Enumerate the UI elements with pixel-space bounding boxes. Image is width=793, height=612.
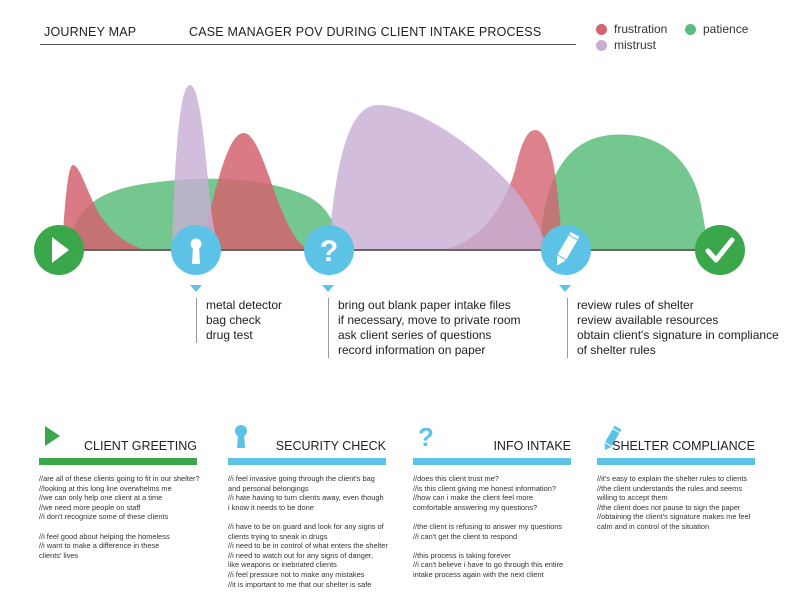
card-quotes: //i feel invasive going through the clie…	[228, 474, 403, 589]
step-item: obtain client's signature in compliance	[577, 328, 779, 342]
step-item: review available resources	[577, 313, 719, 327]
legend-swatch-mistrust	[596, 40, 607, 51]
quote-line: //i don't recognize some of these client…	[39, 512, 169, 522]
frustration-curve-greeting	[62, 165, 145, 250]
pencil-icon	[604, 425, 622, 451]
quote-line: //i can't get the client to respond	[413, 531, 518, 541]
step-item: ask client series of questions	[338, 328, 492, 342]
quote-line: and personal belongings	[228, 483, 309, 493]
quote-line: //looking at this long line overwhelms m…	[39, 483, 172, 493]
quote-line: //the client does not pause to sign the …	[597, 502, 741, 512]
check-icon	[705, 237, 735, 263]
card-quotes: //it's easy to explain the shelter rules…	[597, 474, 772, 532]
quote-line: intake process again with the next clien…	[413, 569, 544, 579]
card-title: CLIENT GREETING	[84, 439, 197, 453]
quote-line: //it's easy to explain the shelter rules…	[597, 474, 748, 483]
quote-line: like weapons or inebriated clients	[228, 560, 337, 570]
question-icon: ?	[320, 235, 338, 268]
quote-line: //this process is taking forever	[413, 550, 511, 560]
legend-swatch-patience	[685, 24, 696, 35]
quote-line: //the client understands the rules and s…	[597, 483, 743, 493]
play-icon	[45, 426, 60, 446]
card-bar	[413, 458, 571, 465]
step-item: review rules of shelter	[577, 298, 694, 312]
card-title: SHELTER COMPLIANCE	[612, 439, 755, 453]
quote-line: calm and in control of the situation	[597, 521, 710, 531]
card-title: SECURITY CHECK	[275, 439, 386, 453]
intake-pointer	[322, 285, 334, 292]
quote-line: //i hate having to turn clients away, ev…	[228, 493, 384, 503]
play-icon	[52, 237, 69, 263]
mistrust-curve-intake	[328, 105, 548, 250]
quote-line: clients' lives	[39, 550, 79, 560]
step-item: metal detector	[206, 298, 283, 312]
step-item: record information on paper	[338, 343, 486, 357]
card-quotes: //does this client trust me? //is this c…	[413, 474, 588, 580]
pencil-icon	[557, 231, 580, 266]
quote-line: //i feel good about helping the homeless	[39, 531, 170, 541]
quote-line: //does this client trust me?	[413, 474, 499, 483]
security-pointer	[190, 285, 202, 292]
step-item: drug test	[206, 328, 253, 342]
compliance-pointer	[559, 285, 571, 292]
quote-line: //i need to be in control of what enters…	[228, 541, 388, 551]
quote-line: //it is important to me that our shelter…	[228, 579, 372, 589]
quote-line: comfortable answering my questions?	[413, 502, 538, 512]
svg-text:?: ?	[418, 424, 434, 450]
card-bar	[39, 458, 197, 465]
quote-line: //i feel pressure not to make any mistak…	[228, 569, 365, 579]
quote-line: //i can't believe i have to go through t…	[413, 560, 564, 570]
card-bar	[597, 458, 755, 465]
quote-line: clients trying to sneak in drugs	[228, 531, 328, 541]
quote-line: //is this client giving me honest inform…	[413, 483, 556, 493]
quote-line: //are all of these clients going to fit …	[39, 474, 200, 483]
legend-label-patience: patience	[703, 22, 749, 36]
legend-swatch-frustration	[596, 24, 607, 35]
quote-line: //i have to be on guard and look for any…	[228, 521, 384, 531]
patience-curve-compliance	[540, 134, 708, 250]
step-item: of shelter rules	[577, 343, 656, 357]
card-quotes: //are all of these clients going to fit …	[39, 474, 214, 560]
quote-line: willing to accept them	[597, 493, 668, 503]
security-step-list: metal detector bag check drug test	[196, 298, 282, 343]
quote-line: i know it needs to be done	[228, 502, 314, 512]
start-node	[34, 225, 84, 275]
quote-line: //obtaining the client's signature makes…	[597, 512, 751, 522]
header-divider	[40, 44, 576, 45]
legend-label-frustration: frustration	[614, 22, 668, 36]
step-item: if necessary, move to private room	[338, 313, 521, 327]
legend-label-mistrust: mistrust	[614, 38, 656, 52]
compliance-step-list: review rules of shelter review available…	[567, 298, 779, 358]
quote-line: //i want to make a difference in these	[39, 541, 160, 551]
compliance-node	[541, 225, 591, 292]
question-icon: ?	[418, 424, 434, 450]
page-title: CASE MANAGER POV DURING CLIENT INTAKE PR…	[189, 25, 542, 39]
step-item: bring out blank paper intake files	[338, 298, 511, 312]
intake-step-list: bring out blank paper intake files if ne…	[328, 298, 521, 358]
step-item: bag check	[206, 313, 261, 327]
keyhole-icon	[235, 425, 247, 448]
quote-line: //i feel invasive going through the clie…	[228, 474, 375, 483]
intake-node: ?	[304, 225, 354, 292]
card-bar	[228, 458, 386, 465]
quote-line: //we need more people on staff	[39, 502, 141, 512]
security-node	[171, 225, 221, 292]
quote-line: //how can i make the client feel more	[413, 493, 533, 503]
end-node	[695, 225, 745, 275]
quote-line: //the client is refusing to answer my qu…	[413, 521, 563, 531]
mistrust-curve-security	[172, 85, 222, 250]
quote-line: //we can only help one client at a time	[39, 493, 163, 503]
frustration-curve-security	[196, 132, 314, 250]
emotion-curves-chart: ?	[34, 85, 745, 292]
card-title: INFO INTAKE	[493, 439, 571, 453]
quote-line: //i need to watch out for any signs of d…	[228, 550, 374, 560]
journey-map-label: JOURNEY MAP	[44, 25, 137, 39]
